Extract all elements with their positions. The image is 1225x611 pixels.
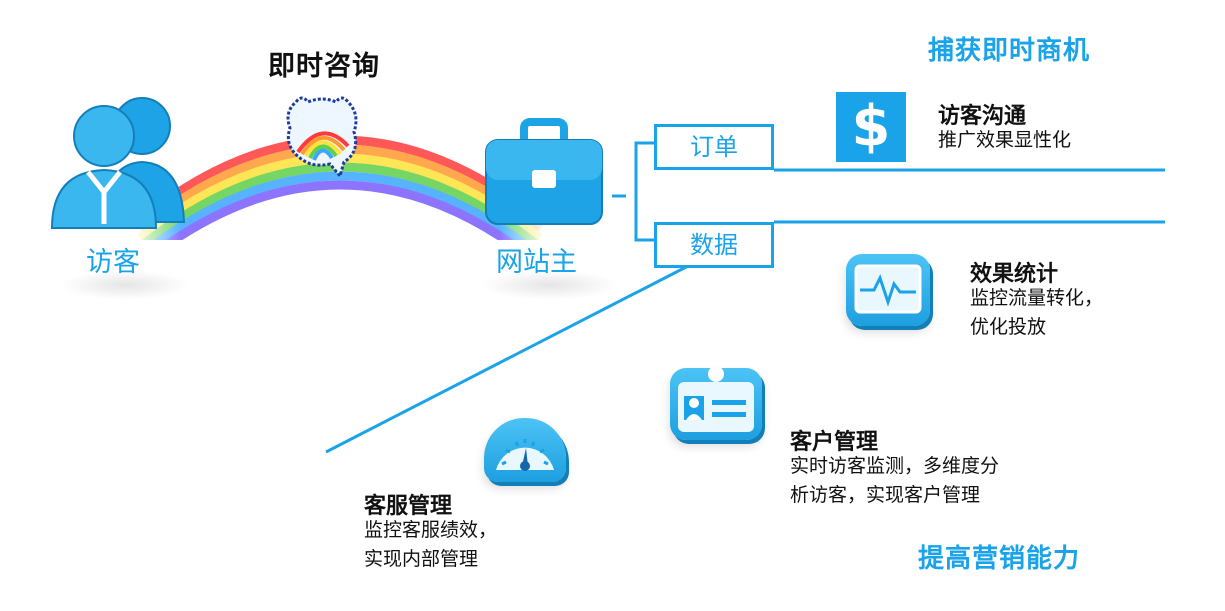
- visitor-shadow: [60, 270, 190, 300]
- service-mgmt-desc-1: 监控客服绩效，: [364, 519, 498, 541]
- monitor-tile: [846, 254, 930, 326]
- gauge-tile: [484, 418, 566, 482]
- briefcase-shadow: [480, 270, 620, 300]
- visitor-label: 访客: [86, 247, 140, 278]
- id-card-icon: [678, 366, 754, 432]
- briefcase-icon: [485, 118, 603, 225]
- monitor-icon: [854, 264, 922, 314]
- effect-stats-desc-1: 监控流量转化，: [970, 287, 1104, 309]
- dollar-icon: $: [836, 92, 906, 162]
- gauge-icon: [496, 439, 554, 471]
- service-mgmt-title: 客服管理: [364, 494, 453, 519]
- effect-stats-desc-2: 优化投放: [970, 316, 1047, 338]
- data-box: 数据: [654, 222, 774, 268]
- effect-stats-title: 效果统计: [970, 262, 1059, 287]
- improve-slogan: 提高营销能力: [918, 544, 1081, 574]
- chat-bubble-icon: [286, 96, 358, 180]
- visitor-comm-desc: 推广效果显性化: [938, 129, 1072, 151]
- visitors-icon: [50, 97, 186, 229]
- capture-slogan: 捕获即时商机: [928, 36, 1091, 66]
- order-box: 订单: [654, 124, 774, 170]
- customer-mgmt-title: 客户管理: [790, 430, 879, 455]
- customer-mgmt-desc-2: 析访客，实现客户管理: [790, 484, 981, 506]
- customer-mgmt-desc-1: 实时访客监测，多维度分: [790, 455, 1000, 477]
- site-owner-label: 网站主: [496, 247, 577, 278]
- id-card-tile: [670, 366, 762, 440]
- service-mgmt-desc-2: 实现内部管理: [364, 548, 479, 570]
- visitor-comm-title: 访客沟通: [938, 104, 1027, 129]
- instant-consult-title: 即时咨询: [268, 51, 380, 82]
